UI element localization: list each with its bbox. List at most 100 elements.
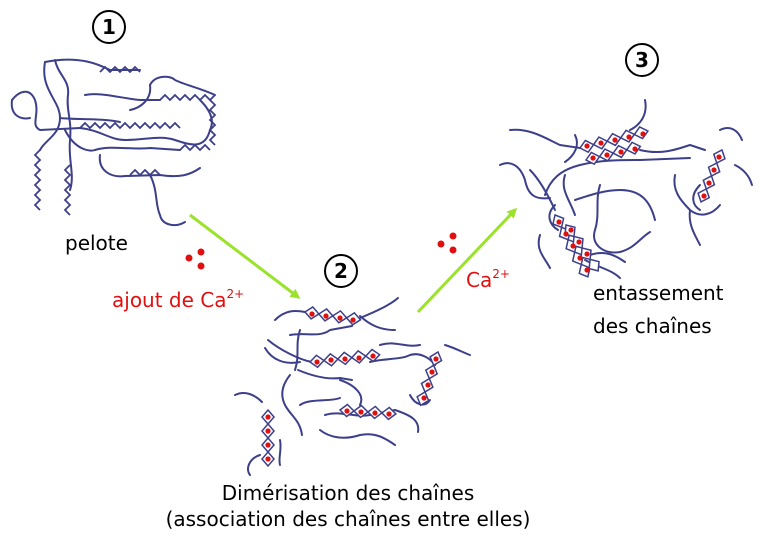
ion-dot [356,355,362,361]
ion-dot [328,357,334,363]
coil-zigzag [129,168,161,177]
pelote-coil [10,58,216,227]
ion-dots-2 [437,232,457,254]
ion-dot [706,180,712,186]
coil-chain [11,90,81,131]
agg-chain [564,134,578,163]
ion-dot [626,134,632,140]
coil-chain [64,129,96,152]
dimer-chain [294,329,301,371]
entassement-label-line1: entassement [593,281,724,305]
agg-chain [688,209,701,246]
ion-dot [556,219,562,225]
coil-chain [94,146,181,151]
ion-dot [590,155,596,161]
coil-chain [54,59,73,191]
coil-zigzag [79,121,181,130]
agg-chain [574,189,656,221]
coil-zigzag [208,94,217,146]
ion-dot [433,356,439,362]
dimer-chain [264,347,301,364]
ion-dot [570,243,576,249]
step-3-badge: 3 [625,43,659,77]
aggregate-chains [499,99,753,279]
ion-dot [265,456,271,462]
step-1-number: 1 [102,15,116,39]
coil-chain [129,84,152,111]
coil-chain [149,174,186,227]
coil-chain [39,61,61,151]
dimer-junction [416,350,443,407]
step-1-badge: 1 [92,10,126,44]
agg-chain [537,234,551,269]
ion-dot [344,408,350,414]
ajout-label: ajout de Ca2+ [112,282,244,312]
dimer-chain [278,439,282,466]
agg-chain [584,259,621,279]
ion-dot [584,143,590,149]
agg-junction [584,141,642,166]
pelote-label: pelote [65,231,128,255]
ion-dot [358,409,364,415]
agg-chain [499,162,551,200]
ion-dot [449,246,457,254]
agg-junction [697,148,726,203]
dimer-junction [338,403,398,421]
entassement-label-line2: des chaînes [593,314,712,338]
ion-dot [437,240,445,248]
dimer-chain [359,297,399,319]
dimer-chain [369,353,436,366]
ion-dot [265,442,271,448]
agg-chain [734,164,753,186]
ion-dot [370,353,376,359]
arrow-2-to-3 [416,207,518,314]
dimer-chain [319,429,396,446]
agg-chain [548,204,559,231]
ion-dot [449,232,457,240]
dimer-chain [267,339,313,363]
ion-dot [576,239,582,245]
ca2-charge: 2+ [492,267,510,281]
ion-dot [429,369,435,375]
ion-dot [632,146,638,152]
dimer-chain [297,369,353,381]
coil-zigzag [63,164,72,216]
coil-chain [149,75,216,96]
coil-zigzag [159,93,211,102]
dimer-junction [261,408,275,468]
coil-chain [44,58,141,71]
ion-dot [604,152,610,158]
agg-chain [719,127,743,141]
ion-dot [342,356,348,362]
step-3-number: 3 [635,48,649,72]
ion-dots-1 [185,248,205,270]
ion-dot [584,251,590,257]
ion-dot [309,311,315,317]
agg-chain [562,174,576,216]
ion-dot [386,411,392,417]
ion-dot [598,140,604,146]
agg-chain [692,184,701,211]
coil-chain [79,127,211,146]
coil-chain [10,99,31,120]
ion-dot [716,154,722,160]
ion-dot [563,231,569,237]
pelote-zigzags [33,65,217,216]
dimer-chains [234,297,471,476]
dimer-ions [265,311,439,462]
agg-chain [593,184,651,254]
ion-dot [577,255,583,261]
ion-dot [337,315,343,321]
coil-zigzag [179,143,211,152]
dimer-chain [359,315,396,331]
step-2-badge: 2 [324,254,358,288]
dimer-chain [274,310,306,321]
coil-chain [84,93,161,101]
agg-chain [509,128,581,149]
ca2-label: Ca2+ [466,262,510,292]
ion-dot [584,267,590,273]
ion-dot [350,317,356,323]
coil-chain [199,99,213,131]
